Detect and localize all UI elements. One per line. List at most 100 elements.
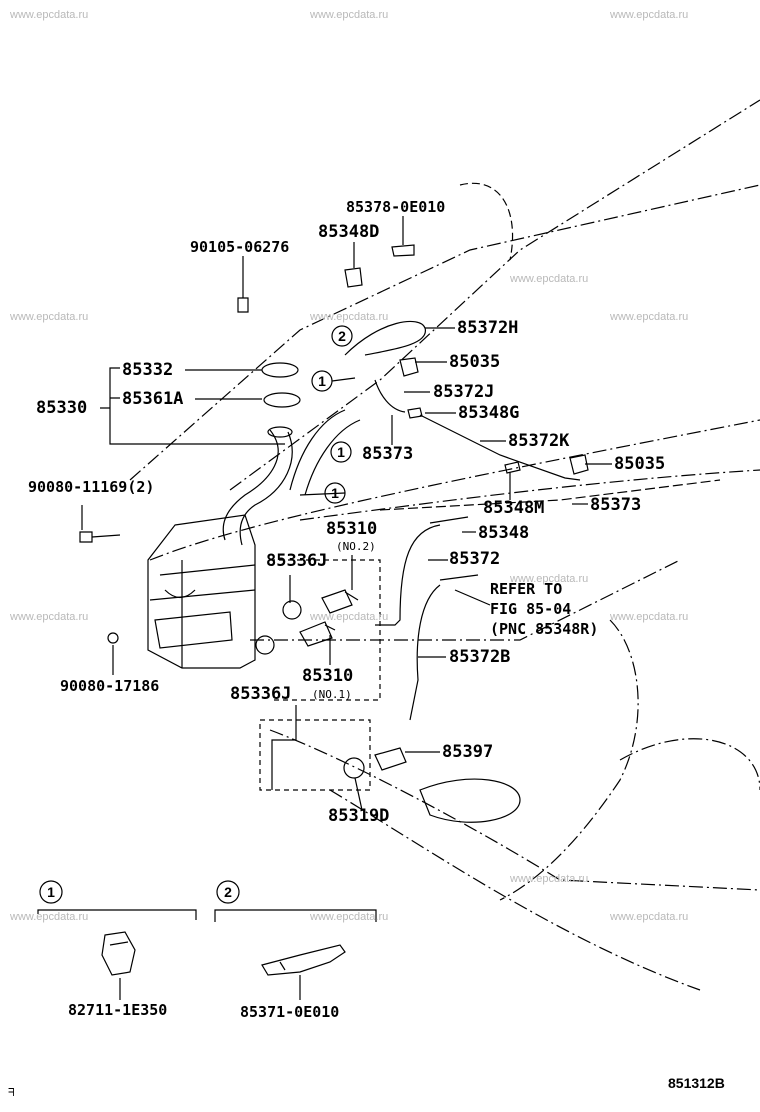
part-label-90105-06276[interactable]: 90105-06276 [190, 238, 290, 256]
watermark: www.epcdata.ru [510, 573, 589, 585]
part-label-85371-0e010[interactable]: 85371-0E010 [240, 1003, 340, 1021]
strainer-85361A [263, 392, 301, 408]
hood-outline [229, 99, 760, 491]
part-label-85372b[interactable]: 85372B [449, 647, 511, 667]
part-label-85373[interactable]: 85373 [362, 444, 414, 464]
watermark: www.epcdata.ru [10, 9, 89, 21]
refer-note-line2: FIG 85-04 [490, 600, 572, 618]
clip-85348D [344, 267, 363, 288]
bracket-85378 [391, 244, 415, 257]
part-label-85336j[interactable]: 85336J [266, 551, 328, 571]
joint-85348G [407, 407, 423, 419]
detail-box-1 [37, 909, 197, 920]
callout-number-1: 1 [318, 373, 326, 389]
part-label-85378-0e010[interactable]: 85378-0E010 [346, 198, 446, 216]
grille-line [250, 559, 681, 641]
part-label-90080-17186[interactable]: 90080-17186 [60, 677, 160, 695]
grommet-85336J-a [282, 600, 302, 620]
part-label-85361a[interactable]: 85361A [122, 389, 184, 409]
note-no1: (NO.1) [312, 688, 352, 701]
corner-mark: ᖷ [8, 1087, 15, 1099]
part-label-85336j[interactable]: 85336J [230, 684, 292, 704]
clip-82711 [101, 931, 136, 976]
dashed-box-2 [270, 559, 381, 701]
joint-85348M [504, 461, 521, 474]
grommet-85319D [343, 757, 365, 779]
wheel-arch [619, 738, 760, 791]
hose-85372 [375, 524, 441, 626]
hose-85373 [289, 409, 346, 491]
part-label-85310-no1[interactable]: 85310 [302, 666, 354, 686]
leader-refer [454, 589, 491, 606]
leader-85319D [354, 777, 363, 811]
part-label-85373[interactable]: 85373 [590, 495, 642, 515]
part-label-85397[interactable]: 85397 [442, 742, 494, 762]
watermark: www.epcdata.ru [310, 311, 389, 323]
fender-line [149, 419, 760, 561]
under-panel [379, 479, 721, 511]
watermark: www.epcdata.ru [610, 311, 689, 323]
callout-circle-2a [331, 325, 353, 347]
pipe-85348 [429, 516, 469, 524]
diagram-code: 851312B [668, 1075, 725, 1091]
watermark: www.epcdata.ru [310, 611, 389, 623]
filler-cap-85332 [261, 362, 299, 378]
callout-number-1: 1 [331, 485, 339, 501]
refer-note-line1: REFER TO [490, 580, 563, 598]
nozzle-85035a [399, 357, 419, 377]
headlamp-arc [499, 619, 639, 901]
nozzle-85035b [569, 454, 589, 475]
fender-line-2 [299, 469, 760, 521]
hose-85372H [344, 320, 426, 356]
part-label-85332[interactable]: 85332 [122, 360, 174, 380]
watermark: www.epcdata.ru [10, 311, 89, 323]
part-label-85372[interactable]: 85372 [449, 549, 501, 569]
bracket-85371 [261, 944, 346, 976]
part-label-85372h[interactable]: 85372H [457, 318, 519, 338]
callout-number-1: 1 [47, 884, 55, 900]
pipe-refer [439, 574, 479, 581]
callout-number-2: 2 [224, 884, 232, 900]
bolt-90080a [79, 531, 121, 543]
leader-85330 [100, 367, 285, 445]
hose-85373-b [304, 419, 361, 496]
part-label-85330[interactable]: 85330 [36, 398, 88, 418]
bumper-line-2 [329, 789, 701, 991]
part-label-85348m[interactable]: 85348M [483, 498, 545, 518]
part-label-85348d[interactable]: 85348D [318, 222, 380, 242]
part-label-85348[interactable]: 85348 [478, 523, 530, 543]
hose-85372J [374, 379, 406, 413]
part-label-85035[interactable]: 85035 [614, 454, 666, 474]
filler-neck-hose [222, 429, 293, 546]
bumper-line [269, 729, 760, 891]
watermark: www.epcdata.ru [10, 611, 89, 623]
hood-curve [459, 182, 514, 261]
bolt-90105 [237, 290, 249, 313]
part-label-85319d[interactable]: 85319D [328, 806, 390, 826]
detail-box-2 [214, 909, 377, 922]
washer-reservoir-tank [147, 514, 256, 669]
hood-edge [129, 184, 760, 481]
pump-85310-no2 [321, 589, 359, 614]
callout-number-2: 2 [338, 328, 346, 344]
nut-90080b [107, 632, 119, 644]
callout-number-1: 1 [337, 444, 345, 460]
grommet-85336J-b [255, 635, 275, 655]
note-no2: (NO.2) [336, 540, 376, 553]
part-label-85372k[interactable]: 85372K [508, 431, 570, 451]
part-label-85348g[interactable]: 85348G [458, 403, 520, 423]
callout-circle-2-detail [216, 880, 240, 904]
sensor-85397 [374, 747, 407, 771]
watermark: www.epcdata.ru [610, 911, 689, 923]
part-label-85372j[interactable]: 85372J [433, 382, 495, 402]
part-label-90080-11169[interactable]: 90080-11169(2) [28, 478, 155, 496]
part-label-85035[interactable]: 85035 [449, 352, 501, 372]
part-label-82711-1e350[interactable]: 82711-1E350 [68, 1001, 168, 1019]
watermark: www.epcdata.ru [310, 911, 389, 923]
neck-top [267, 426, 293, 438]
part-label-85310-no2[interactable]: 85310 [326, 519, 378, 539]
fog-lamp [419, 778, 521, 823]
refer-note-line3[interactable]: (PNC 85348R) [490, 620, 599, 638]
